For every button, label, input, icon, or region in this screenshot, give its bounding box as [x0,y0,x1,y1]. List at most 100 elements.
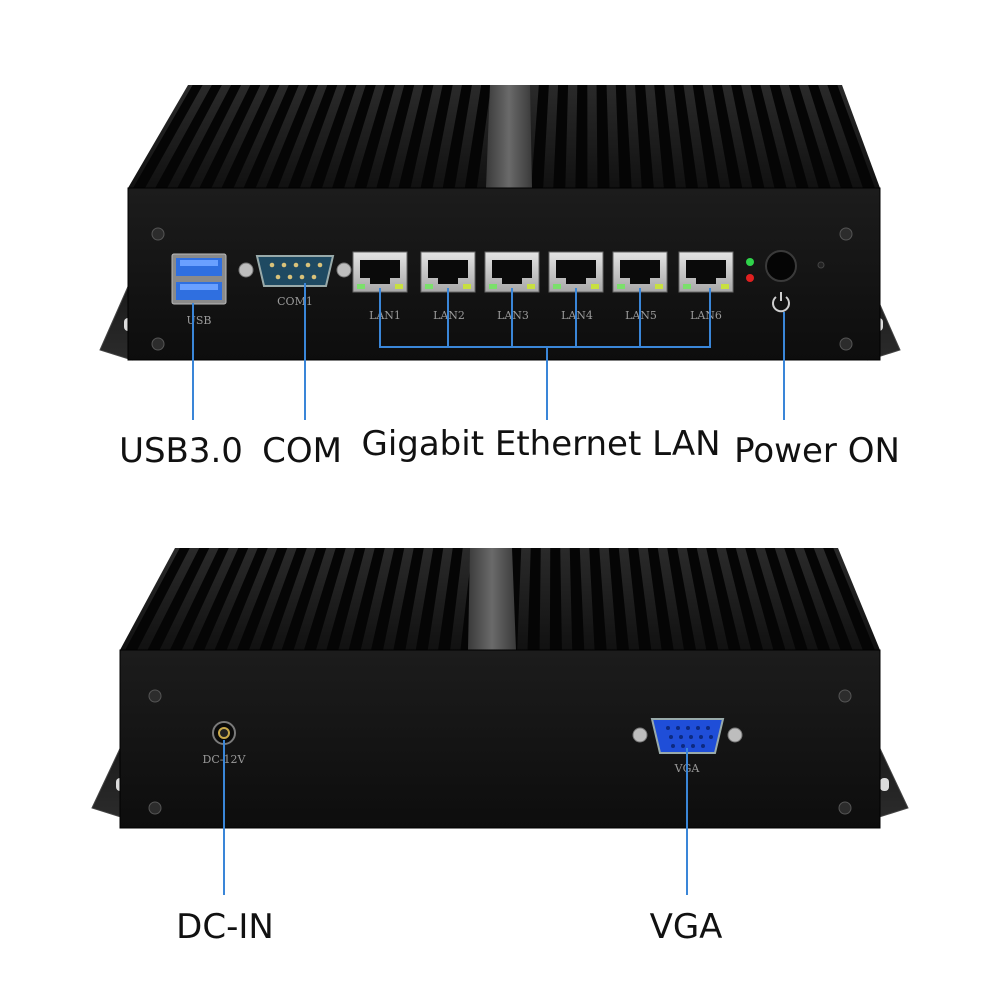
heatsink-fin [615,85,632,188]
heatsink-fin [647,548,674,650]
screw-icon [838,801,852,815]
heatsink-fin [199,85,261,188]
screw-icon [839,337,853,351]
heatsink-fin [608,548,629,650]
heatsink-fin [527,548,541,650]
heatsink-fin [332,85,376,188]
heatsink-fin [731,85,765,188]
heatsink-fin [750,85,787,188]
heatsink-fin [348,548,385,650]
heatsink-fin [243,85,299,188]
heatsink-fin [287,85,338,188]
screw-icon [151,337,165,351]
com-silkscreen-label: COM1 [277,295,313,308]
status-led-red [746,274,754,282]
heatsink-fin [265,85,319,188]
heatsink-fin [803,548,853,650]
heatsink-fin [569,548,585,650]
heatsink-fin [464,85,492,188]
heatsink-fin [420,85,453,188]
heatsink-fin [192,548,249,650]
heatsink-fin [259,548,307,650]
heatsink-fin [310,85,357,188]
lan-port-icon [420,251,476,293]
lan-port-group [352,251,734,293]
heatsink-fin [764,548,808,650]
rear-callout-lines [223,740,688,895]
heatsink-fin [125,548,190,650]
lan-port-icon [352,251,408,293]
usb-silkscreen-label: USB [187,314,212,327]
heatsink-fin [549,548,562,650]
heatsink-fin [442,85,472,188]
power-icon [772,292,790,313]
heatsink-center-rib [486,85,532,188]
heatsink-fin [393,548,424,650]
heatsink-fin [589,548,607,650]
usb-callout-label: USB3.0 [119,431,243,471]
heatsink-fin [711,85,743,188]
heatsink-fin [823,548,875,650]
heatsink-fin [371,548,405,650]
lan-port-icon [612,251,668,293]
heatsink-fin [281,548,327,650]
flange-slot [880,778,889,791]
heatsink-fins [125,548,875,650]
heatsink-fin [376,85,415,188]
heatsink-fin [769,85,809,188]
screw-icon [151,227,165,241]
heatsink-fin [628,548,652,650]
heatsink-fin [808,85,853,188]
heatsink-fin [706,548,741,650]
vga-callout-label: VGA [650,907,723,947]
heatsink-fin [398,85,434,188]
power-button[interactable] [765,250,797,282]
heatsink-fin [673,85,698,188]
front-callout-lines [192,283,785,420]
screw-icon [839,227,853,241]
status-led-green [746,258,754,266]
power-callout-label: Power ON [734,431,900,471]
heatsink-fin [169,548,229,650]
heatsink-fin [667,548,696,650]
heatsink-center-rib [468,548,516,650]
heatsink-fin [236,548,288,650]
heatsink-fin [827,85,875,188]
screw-icon [148,801,162,815]
heatsink-fin [745,548,786,650]
heatsink-fin [415,548,444,650]
dc-callout-label: DC-IN [176,907,274,947]
com-callout-label: COM [262,431,342,471]
heatsink-fin [596,85,610,188]
vga-port [632,718,743,754]
heatsink-fin [177,85,242,188]
heatsink-fin [147,548,210,650]
lan-callout-label: Gigabit Ethernet LAN [361,424,720,464]
heatsink-fin [654,85,676,188]
front-device: USB COM1 LAN1 LAN2 LAN3 LAN4 LAN5 LAN6 [99,85,901,361]
heatsink-fin [133,85,203,188]
heatsink-fin [214,548,268,650]
usb-port-stack [171,253,227,305]
lan-bus-line [379,288,711,348]
reset-pinhole [817,261,825,269]
heatsink-fin [686,548,719,650]
heatsink-fin [531,85,549,188]
heatsink-fin [438,548,463,650]
heatsink-fin [304,548,346,650]
heatsink-fin [326,548,366,650]
lan-silkscreen-label: LAN6 [690,309,722,322]
com-port [238,255,352,287]
lan-port-icon [548,251,604,293]
screw-icon [838,689,852,703]
lan-port-icon [484,251,540,293]
heatsink-fin [784,548,831,650]
heatsink-fin [725,548,764,650]
heatsink-fins [133,85,875,188]
heatsink-fin [635,85,654,188]
heatsink-fin [692,85,721,188]
heatsink-fin [553,85,569,188]
heatsink-fin [788,85,831,188]
heatsink-fin [155,85,222,188]
